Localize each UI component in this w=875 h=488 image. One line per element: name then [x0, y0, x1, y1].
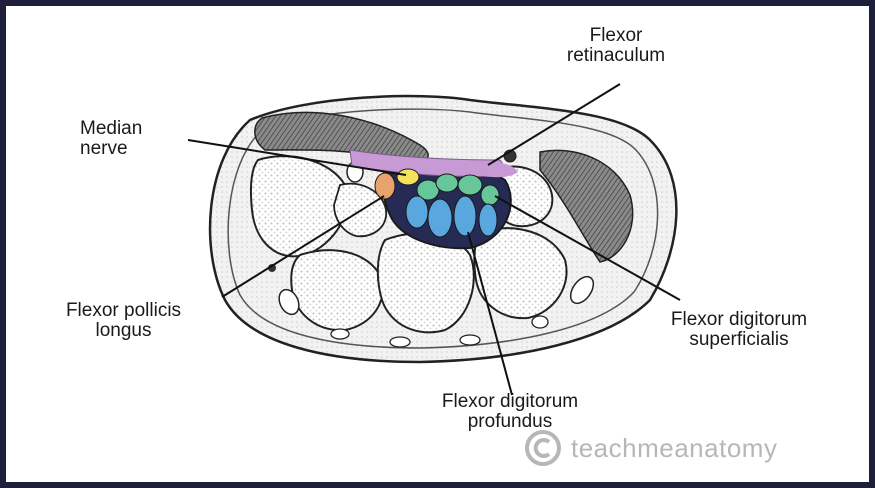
label-flexor-digitorum-profundus: Flexor digitorum profundus [420, 392, 600, 432]
diagram-frame: Flexor retinaculum Median nerve Flexor p… [6, 6, 869, 482]
tendon-oval-5 [460, 335, 480, 345]
fds-tendon-2 [436, 174, 458, 192]
fds-tendon-4 [481, 185, 499, 205]
fdp-tendon-4 [479, 204, 497, 236]
label-flexor-retinaculum: Flexor retinaculum [536, 26, 696, 66]
tendon-oval-6 [390, 337, 410, 347]
flexor-pollicis-longus-tendon [375, 173, 395, 199]
copyright-icon [523, 428, 563, 468]
tendon-oval-7 [331, 329, 349, 339]
fdp-tendon-3 [454, 196, 476, 236]
fdp-tendon-2 [428, 199, 452, 237]
watermark: teachmeanatomy [523, 428, 777, 468]
label-flexor-digitorum-superficialis: Flexor digitorum superficialis [644, 310, 834, 350]
watermark-text: teachmeanatomy [571, 433, 777, 464]
fdp-tendon-1 [406, 196, 428, 228]
fds-tendon-3 [458, 175, 482, 195]
median-nerve [397, 169, 419, 185]
label-median-nerve: Median nerve [80, 119, 142, 159]
tendon-oval-4 [532, 316, 548, 328]
label-flexor-pollicis-longus: Flexor pollicis longus [36, 301, 211, 341]
